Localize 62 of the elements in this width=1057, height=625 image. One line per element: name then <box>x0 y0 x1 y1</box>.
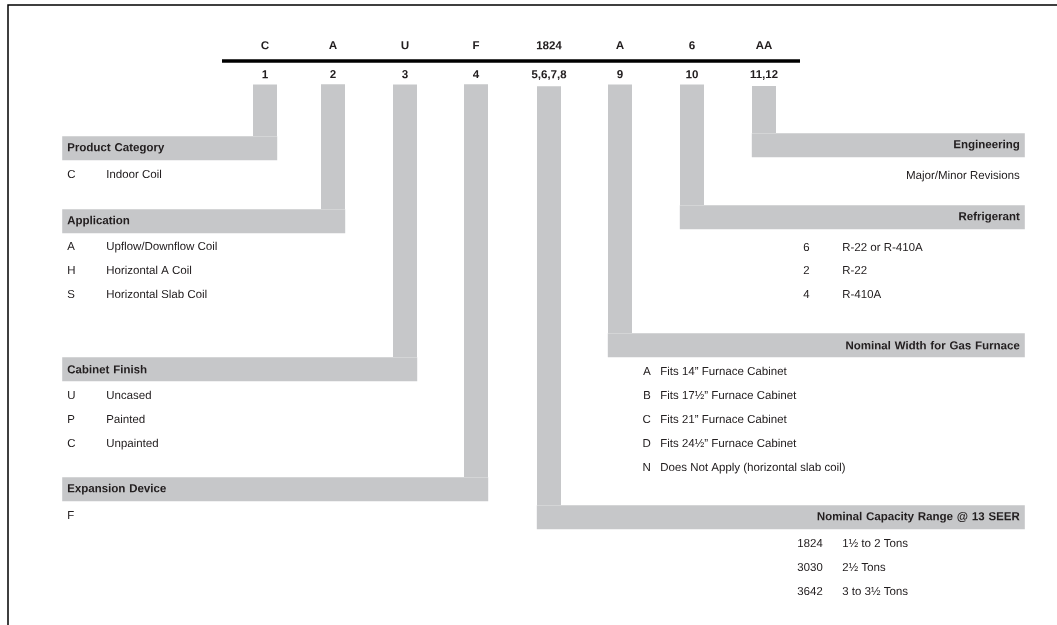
option-description: Fits 21” Furnace Cabinet <box>661 414 787 424</box>
code-column: C 1 <box>261 41 269 79</box>
connector-bar <box>321 84 345 209</box>
option-code: C <box>67 170 76 179</box>
option-description: Painted <box>107 414 145 424</box>
option-description: Upflow/Downflow Coil <box>107 241 217 253</box>
option-code: U <box>68 391 75 400</box>
option-code: 1824 <box>798 539 823 548</box>
code-column: U 3 <box>401 41 409 79</box>
option-description: 2½ Tons <box>842 563 886 572</box>
option-code: 3030 <box>797 563 823 572</box>
heading-band: Engineering <box>751 133 1025 158</box>
code-column: F 4 <box>473 41 480 79</box>
connector-bar <box>752 86 776 133</box>
option-description: Does Not Apply (horizontal slab coil) <box>661 462 845 474</box>
option-code: P <box>68 415 75 423</box>
option-description: Fits 17½” Furnace Cabinet <box>661 390 797 400</box>
heading-band: Expansion Device <box>62 477 489 502</box>
code-column: A 2 <box>329 41 337 79</box>
option-code: C <box>643 415 651 424</box>
option-code: 3642 <box>797 587 823 596</box>
option-code: D <box>643 439 651 447</box>
option-code: F <box>68 511 74 519</box>
option-description: R-22 <box>843 266 867 274</box>
connector-bar <box>680 84 704 205</box>
option-code: B <box>644 391 651 399</box>
code-column: AA 11,12 <box>750 41 778 80</box>
code-column: 6 10 <box>686 41 698 79</box>
option-description: R-22 or R-410A <box>843 243 923 252</box>
option-code: A <box>67 242 75 250</box>
option-code: N <box>643 463 650 471</box>
option-description: 3 to 3½ Tons <box>842 587 908 596</box>
option-description: Uncased <box>107 390 151 400</box>
heading-band: Refrigerant <box>679 205 1025 230</box>
option-code: 2 <box>803 266 810 274</box>
option-description: Horizontal A Coil <box>107 265 192 275</box>
connector-bar <box>393 84 417 357</box>
option-description: Indoor Coil <box>107 169 162 179</box>
heading-band: Cabinet Finish <box>62 357 418 382</box>
heading-band: Application <box>62 209 346 234</box>
option-description: R-410A <box>843 290 882 299</box>
option-description: 1½ to 2 Tons <box>843 539 908 548</box>
connector-bar <box>253 84 277 136</box>
option-code: H <box>68 266 75 274</box>
connector-bar <box>464 84 488 477</box>
code-column: 1824 5,6,7,8 <box>531 41 567 80</box>
option-description: Unpainted <box>107 438 158 450</box>
heading-band: Nominal Width for Gas Furnace <box>607 333 1025 358</box>
option-code: S <box>67 290 75 299</box>
option-code: 6 <box>803 243 810 252</box>
code-column: A 9 <box>616 41 624 79</box>
option-code: A <box>643 367 651 375</box>
option-code: C <box>67 439 76 448</box>
connector-bar <box>537 86 561 505</box>
option-description: Major/Minor Revisions <box>907 170 1020 182</box>
heading-band: Nominal Capacity Range @ 13 SEER <box>536 505 1025 530</box>
option-description: Fits 24½” Furnace Cabinet <box>661 438 797 448</box>
connector-bar <box>608 84 632 333</box>
option-description: Fits 14” Furnace Cabinet <box>661 366 787 376</box>
option-description: Horizontal Slab Coil <box>107 289 207 299</box>
heading-band: Product Category <box>62 136 278 161</box>
option-code: 4 <box>803 290 810 298</box>
